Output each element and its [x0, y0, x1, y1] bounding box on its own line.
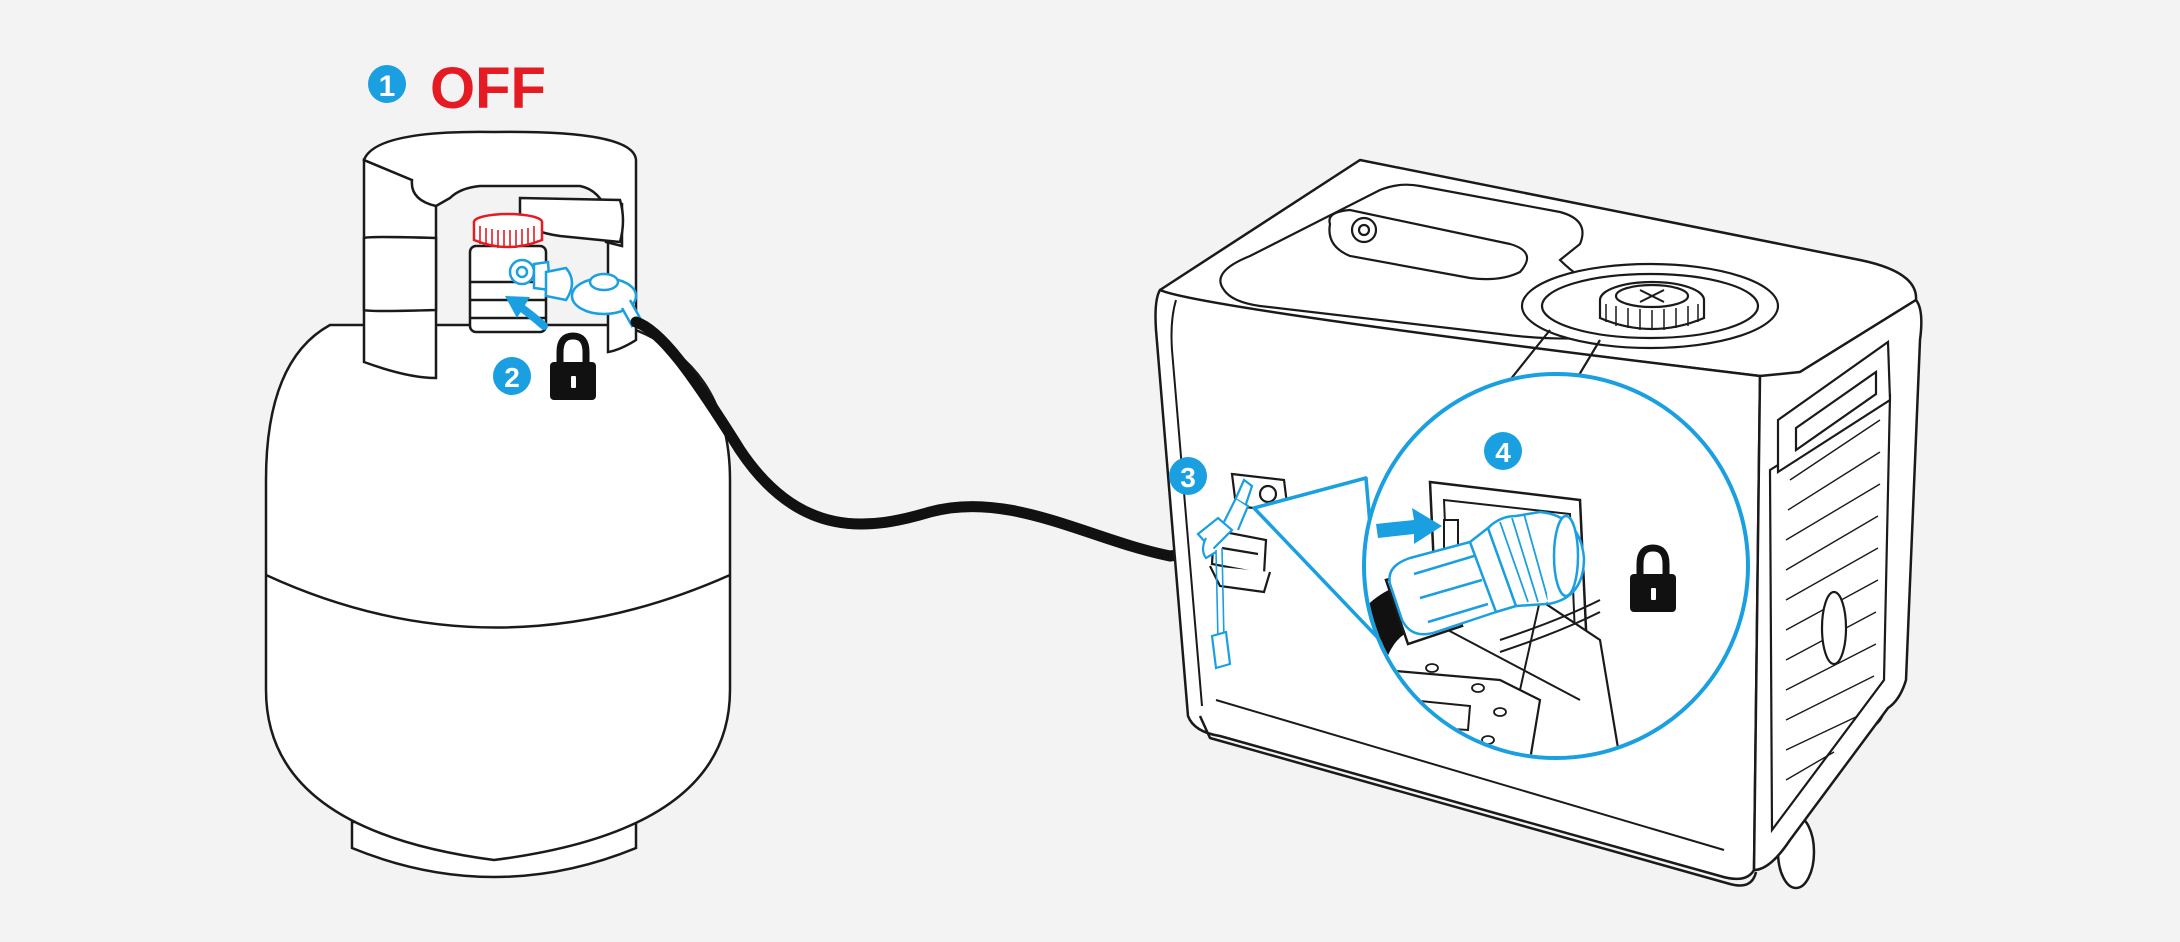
- step-3-number: 3: [1180, 462, 1196, 493]
- tank-body: [264, 323, 732, 862]
- zoom-callout: [1252, 372, 1750, 760]
- step-1-number: 1: [379, 70, 396, 103]
- lock-icon: [550, 332, 596, 400]
- generator-side-grille: [1768, 339, 1892, 834]
- regulator-fitting: [508, 258, 642, 329]
- step-4-badge: 4: [1484, 432, 1522, 470]
- step-2-number: 2: [504, 362, 520, 393]
- lock-icon: [1630, 544, 1676, 612]
- propane-tank: [264, 130, 732, 879]
- generator-top-details: [1219, 183, 1780, 391]
- push-arrow-icon: [1376, 508, 1442, 544]
- rotate-arrowhead: [505, 296, 530, 318]
- step-4-number: 4: [1495, 437, 1511, 468]
- generator-side-port: [1820, 590, 1848, 666]
- tank-collar-slot-left: [362, 235, 438, 313]
- valve-handwheel: [472, 212, 544, 249]
- generator-inlet-connector: [1196, 478, 1254, 670]
- step-1-label: OFF: [430, 56, 546, 121]
- propane-hose: [630, 316, 1206, 562]
- generator-base-skirt: [1198, 715, 1758, 887]
- tank-seam: [265, 573, 731, 629]
- tank-collar-back: [362, 130, 638, 354]
- generator-top-handle-slot: [1328, 208, 1529, 281]
- step-1-badge: 1: [368, 65, 406, 103]
- step-3-badge: 3: [1169, 457, 1207, 495]
- step-2-badge: 2: [493, 357, 531, 395]
